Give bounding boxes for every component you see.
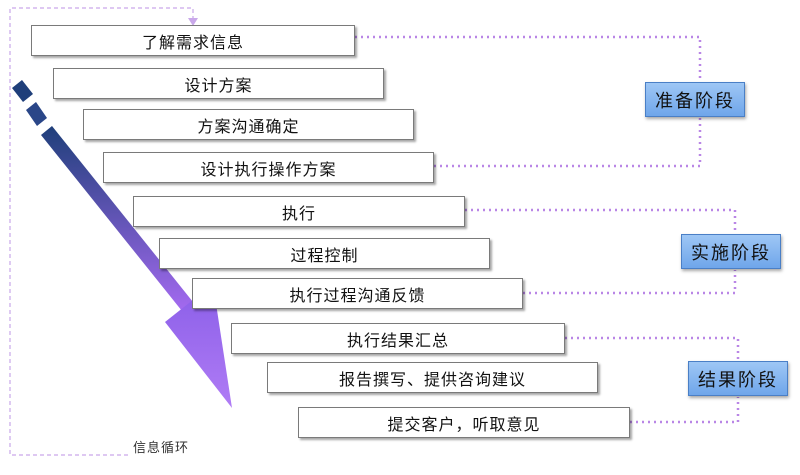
phase-preparation: 准备阶段 — [645, 82, 745, 117]
connector-impl-bottom — [523, 270, 737, 295]
step-design-plan: 设计方案 — [53, 68, 384, 99]
arrow-shaft — [41, 126, 193, 311]
step-understand-requirements: 了解需求信息 — [31, 25, 355, 56]
arrow-dash-2 — [26, 102, 47, 126]
phase-result: 结果阶段 — [688, 361, 788, 396]
step-submit-to-client: 提交客户，听取意见 — [298, 407, 630, 438]
info-loop-line — [9, 7, 194, 456]
connector-impl-top — [465, 208, 737, 233]
step-plan-communication: 方案沟通确定 — [83, 109, 414, 140]
step-execution-design: 设计执行操作方案 — [103, 152, 434, 183]
info-loop-arrowhead — [188, 18, 198, 26]
connector-result-top — [565, 336, 740, 360]
connector-prep-bottom — [434, 118, 702, 168]
step-execute: 执行 — [133, 196, 465, 227]
info-loop-label: 信息循环 — [133, 441, 190, 456]
step-result-summary: 执行结果汇总 — [231, 323, 565, 354]
connector-result-bottom — [630, 397, 740, 424]
step-execution-feedback: 执行过程沟通反馈 — [192, 278, 523, 309]
step-process-control: 过程控制 — [159, 238, 490, 269]
arrow-dash-1 — [12, 80, 33, 102]
phase-implementation: 实施阶段 — [681, 234, 781, 269]
connector-prep-top — [355, 35, 702, 80]
arrow-head — [165, 284, 232, 408]
step-report-writing: 报告撰写、提供咨询建议 — [267, 362, 598, 393]
